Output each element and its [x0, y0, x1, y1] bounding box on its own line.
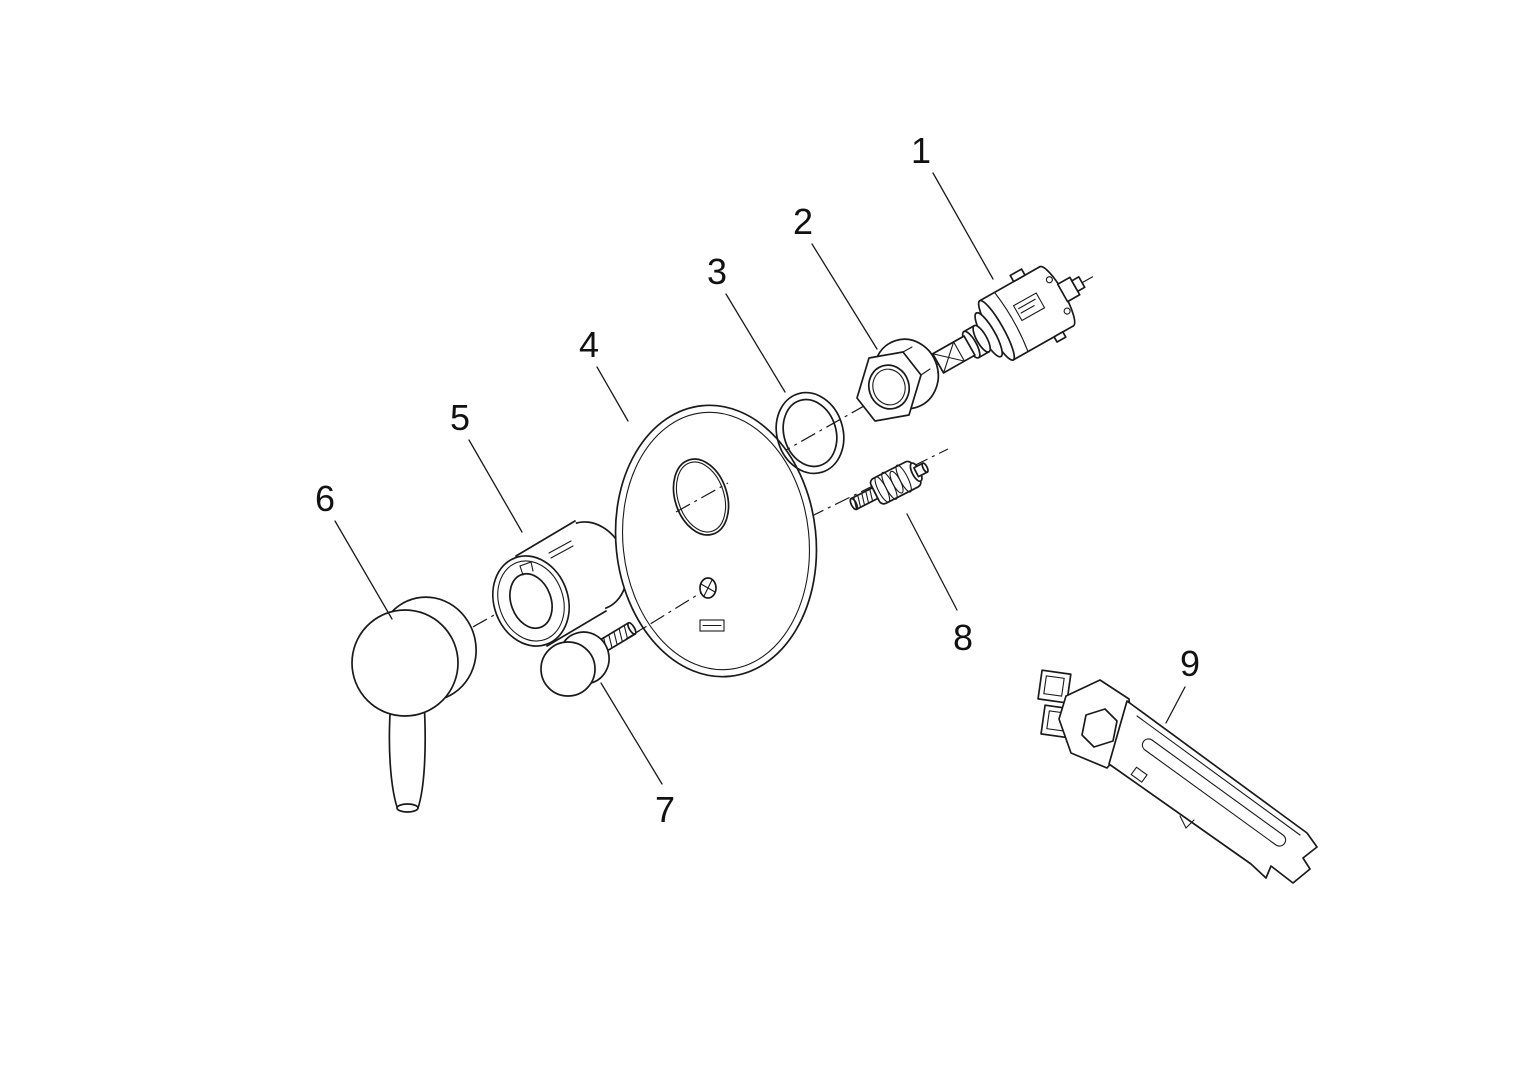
callout-9-label: 9: [1180, 643, 1200, 684]
callout-8-leader: [906, 513, 958, 611]
callout-6-leader: [334, 520, 393, 620]
callout-1-label: 1: [911, 130, 931, 171]
callout-5-label: 5: [450, 397, 470, 438]
callout-9-leader: [1165, 686, 1186, 724]
callout-2-label: 2: [793, 201, 813, 242]
callout-3-label: 3: [707, 251, 727, 292]
callouts: 1 2 3 4 5 6 7 8 9: [315, 130, 1200, 830]
part-2-retaining-nut: [856, 338, 940, 422]
part-3-o-ring: [775, 391, 845, 475]
callout-8-label: 8: [953, 617, 973, 658]
brand-mark: [699, 619, 725, 632]
callout-2-leader: [811, 243, 878, 350]
part-6-handle: [351, 596, 477, 813]
callout-1-leader: [932, 172, 994, 280]
callout-5-leader: [468, 439, 523, 533]
plate-screw-hole: [699, 577, 717, 599]
callout-3-leader: [725, 293, 786, 393]
callout-7-leader: [600, 682, 663, 785]
callout-4-leader: [596, 366, 629, 422]
callout-7-label: 7: [655, 789, 675, 830]
part-7-knob: [540, 621, 637, 697]
part-8-diverter: [849, 460, 929, 511]
part-9-mounting-tool: [1037, 669, 1318, 884]
callout-6-label: 6: [315, 478, 335, 519]
part-5-sleeve: [491, 520, 629, 647]
part-4-escutcheon-plate: [614, 404, 818, 678]
part-1-cartridge: [931, 265, 1086, 374]
callout-4-label: 4: [579, 324, 599, 365]
